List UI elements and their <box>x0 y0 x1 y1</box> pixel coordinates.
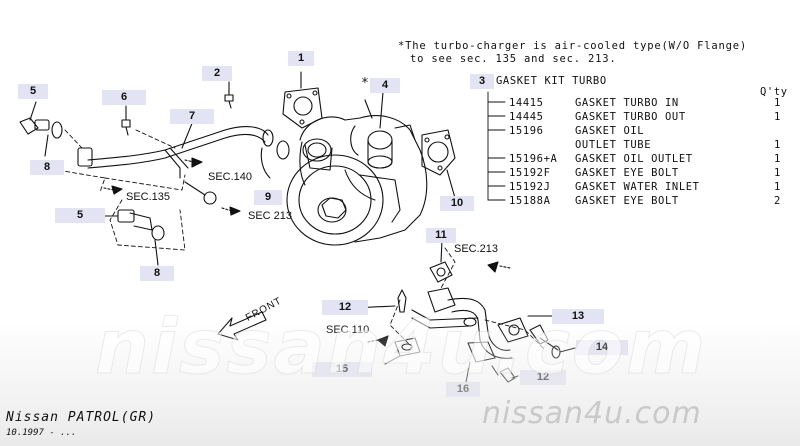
callout-10[interactable]: 10 <box>440 196 474 211</box>
callout-2[interactable]: 2 <box>202 66 232 81</box>
callout-11[interactable]: 11 <box>426 228 456 243</box>
callout-7[interactable]: 7 <box>170 109 214 124</box>
kit-item-code: 14445 <box>509 111 544 123</box>
turbo-note-line1: *The turbo-charger is air-cooled type(W/… <box>398 40 747 52</box>
gasket-kit-title: GASKET KIT TURBO <box>496 75 607 87</box>
callout-12[interactable]: 12 <box>322 300 368 315</box>
vehicle-model: Nissan PATROL(GR) <box>6 410 157 425</box>
callout-9[interactable]: 9 <box>254 190 282 205</box>
section-ref-135[interactable]: SEC.135 <box>126 191 171 203</box>
kit-bracket <box>487 91 506 201</box>
bolt-drawing <box>224 81 234 109</box>
kit-item-code: 15188A <box>509 195 551 207</box>
kit-item-name: GASKET WATER INLET <box>575 181 700 193</box>
kit-item-qty: 1 <box>774 139 781 151</box>
turbo-marker: * <box>361 76 370 91</box>
callout-1[interactable]: 1 <box>288 51 314 66</box>
watermark-large: nissan4u.com <box>94 302 708 392</box>
callout-5[interactable]: 5 <box>18 84 48 99</box>
qty-header: Q'ty <box>760 86 788 98</box>
section-ref-213[interactable]: SEC.213 <box>454 243 499 255</box>
kit-item-name: GASKET EYE BOLT <box>575 167 679 179</box>
gasket-turbo-out-drawing <box>421 129 456 199</box>
watermark-small: nissan4u.com <box>482 396 702 431</box>
turbocharger-drawing <box>286 91 428 246</box>
kit-item-name: GASKET TURBO IN <box>575 97 679 109</box>
production-date: 10.1997 - ... <box>6 428 77 438</box>
kit-item-name: GASKET EYE BOLT <box>575 195 679 207</box>
kit-item-qty: 1 <box>774 153 781 165</box>
kit-item-name: GASKET OIL OUTLET <box>575 153 693 165</box>
kit-item-qty: 1 <box>774 181 781 193</box>
callout-6[interactable]: 6 <box>102 90 146 105</box>
kit-item-name: GASKET OIL <box>575 125 645 137</box>
kit-item-name: GASKET TURBO OUT <box>575 111 686 123</box>
turbo-note-line2: to see sec. 135 and sec. 213. <box>410 53 617 65</box>
kit-item-code: 15192F <box>509 167 551 179</box>
kit-item-code: 15192J <box>509 181 551 193</box>
callout-5[interactable]: 5 <box>55 208 105 223</box>
gasket-turbo-in-drawing <box>282 71 323 129</box>
eye-bolt-upper-drawing <box>19 101 63 157</box>
section-ref-140[interactable]: SEC.140 <box>208 171 253 183</box>
section-ref-213[interactable]: SEC 213 <box>248 210 293 222</box>
kit-item-code: 15196 <box>509 125 544 137</box>
bolt-6-drawing <box>121 105 131 136</box>
callout-8[interactable]: 8 <box>140 266 174 281</box>
callout-4[interactable]: 4 <box>370 78 400 93</box>
kit-item-qty: 1 <box>774 167 781 179</box>
kit-item-code: 15196+A <box>509 153 558 165</box>
kit-item-qty: 1 <box>774 111 781 123</box>
kit-item-qty: 2 <box>774 195 781 207</box>
callout-3[interactable]: 3 <box>470 74 494 89</box>
kit-item-qty: 1 <box>774 97 781 109</box>
eye-bolt-lower-drawing <box>103 209 165 266</box>
oil-tube-drawing <box>77 115 290 205</box>
kit-item-code: 14415 <box>509 97 544 109</box>
kit-item-name: OUTLET TUBE <box>575 139 652 151</box>
callout-8[interactable]: 8 <box>30 160 64 175</box>
